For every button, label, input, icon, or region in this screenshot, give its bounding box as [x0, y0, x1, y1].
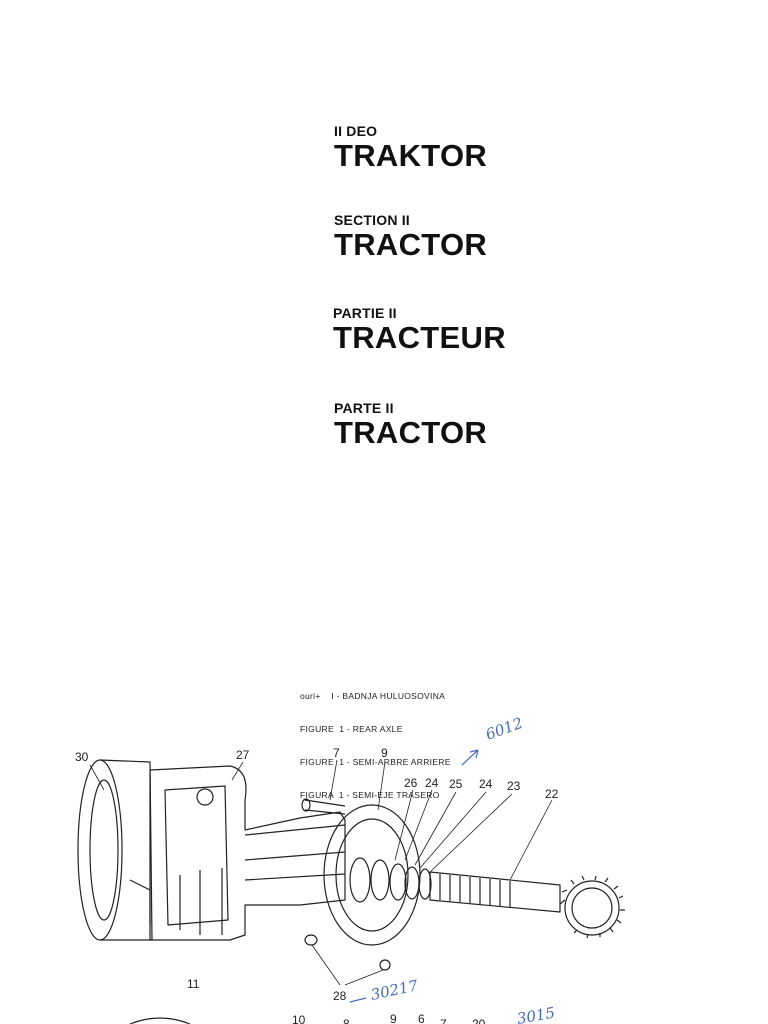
bolt [304, 799, 346, 815]
axle-housing [149, 765, 346, 941]
gear [564, 880, 620, 936]
rear-axle-drawing: 30 27 7 9 26 24 25 24 23 22 28 11 10 8 9… [75, 714, 625, 1024]
section-4: PARTE II TRACTOR [334, 400, 487, 450]
figure-caption: ouri+ I - BADNJA HULUOSOVINA FIGURE 1 - … [300, 669, 451, 812]
svg-text:20: 20 [472, 1017, 486, 1024]
svg-text:9: 9 [381, 746, 388, 760]
caption-line: FIGURA 1 - SEMI-EJE TRASERO [300, 790, 440, 800]
svg-text:7: 7 [440, 1017, 447, 1024]
section-title: TRACTOR [334, 415, 488, 450]
svg-text:28: 28 [333, 989, 347, 1003]
svg-text:22: 22 [545, 787, 559, 801]
axle-shaft [429, 871, 561, 913]
section-3: PARTIE II TRACTEUR [333, 305, 506, 355]
axle-flange [77, 759, 123, 941]
section-title: TRACTOR [334, 227, 488, 262]
section-label: II DEO [334, 123, 378, 139]
section-label: PARTE II [334, 400, 394, 416]
caption-line: FIGURE 1 - REAR AXLE [300, 724, 403, 734]
svg-text:10: 10 [292, 1013, 306, 1024]
svg-text:23: 23 [507, 779, 521, 793]
handwritten-note: 6012 [483, 714, 525, 744]
section-title: TRAKTOR [334, 138, 488, 173]
handwritten-note: 3015 [516, 1004, 557, 1024]
svg-text:27: 27 [236, 748, 250, 762]
section-1: II DEO TRAKTOR [334, 123, 487, 173]
svg-text:11: 11 [187, 977, 200, 991]
svg-text:6: 6 [418, 1012, 425, 1024]
handwritten-note: 30217 [369, 976, 420, 1004]
svg-text:9: 9 [390, 1012, 397, 1024]
svg-text:24: 24 [425, 776, 439, 790]
section-2: SECTION II TRACTOR [334, 212, 487, 262]
section-label: SECTION II [334, 212, 410, 228]
caption-line: ouri+ I - BADNJA HULUOSOVINA [300, 691, 446, 701]
svg-text:8: 8 [343, 1017, 350, 1024]
section-title: TRACTEUR [333, 320, 506, 355]
svg-text:7: 7 [333, 746, 340, 760]
svg-text:30: 30 [75, 750, 89, 764]
caption-line: FIGURE 1 - SEMI-ARBRE ARRIERE [300, 757, 451, 767]
seal [304, 934, 318, 946]
section-label: PARTIE II [333, 305, 397, 321]
svg-text:24: 24 [479, 777, 493, 791]
svg-text:25: 25 [449, 777, 463, 791]
svg-text:26: 26 [404, 776, 418, 790]
